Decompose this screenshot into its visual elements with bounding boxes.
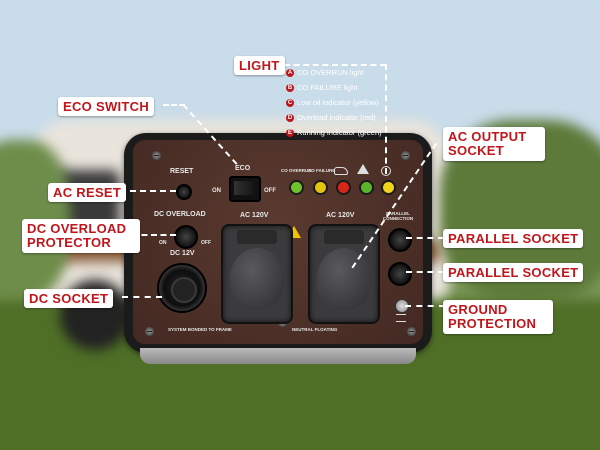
legend-text: Low oil indicator (yellow) (297, 98, 379, 107)
eco-on-label: ON (212, 188, 221, 194)
screw-icon (407, 327, 416, 336)
outlet-cover (230, 248, 284, 310)
leader-line-light-h (284, 64, 386, 66)
leader-line-parallel-2 (406, 271, 444, 273)
ground-symbol-icon (396, 314, 406, 322)
callout-parallel-socket-2: PARALLEL SOCKET (443, 263, 584, 282)
eco-off-label: OFF (264, 188, 276, 194)
screw-icon (145, 327, 154, 336)
dc-off-label: OFF (201, 240, 211, 246)
reset-label: RESET (170, 168, 194, 175)
dc-12v-label: DC 12V (170, 250, 195, 257)
legend-text: CO FAILURE light (297, 83, 358, 92)
callout-ac-reset: AC RESET (48, 183, 127, 202)
outlet-hinge (237, 230, 277, 244)
callout-dc-socket: DC SOCKET (24, 289, 114, 308)
screw-icon (152, 151, 161, 160)
callout-eco-switch: ECO SWITCH (58, 97, 155, 116)
leader-line-dc-overload (132, 234, 176, 236)
legend-row-e: E Running indicator (green) (286, 128, 382, 137)
parallel-socket-bottom[interactable] (388, 262, 412, 286)
co-failure-panel-label: CO FAILURE (308, 168, 336, 173)
callout-ground-protection: GROUND PROTECTION (443, 300, 553, 334)
led-co-overrun (289, 180, 304, 195)
co-overrun-panel-label: CO OVERRUN (281, 168, 312, 173)
eco-switch[interactable] (229, 176, 261, 202)
dc-socket[interactable] (157, 263, 207, 313)
ac-reset-button[interactable] (176, 184, 192, 200)
dc-overload-label: DC OVERLOAD (154, 211, 206, 218)
leader-line-reset (130, 190, 176, 192)
ac-outlet-left[interactable] (221, 224, 293, 324)
led-low-oil (336, 180, 351, 195)
low-oil-icon (334, 167, 348, 175)
legend-text: Running indicator (green) (297, 128, 382, 137)
screw-icon (401, 151, 410, 160)
callout-parallel-socket-1: PARALLEL SOCKET (443, 229, 584, 248)
leader-line-dc-socket (122, 296, 162, 298)
eco-label: ECO (235, 165, 251, 172)
ac-120v-left-label: AC 120V (240, 212, 269, 219)
dc-socket-cap (171, 277, 197, 303)
callout-ac-output-socket: AC OUTPUT SOCKET (443, 127, 545, 161)
legend-row-b: B CO FAILURE light (286, 83, 357, 92)
panel-bottom-strip (140, 348, 416, 364)
legend-row-a: A CO OVERRUN light (286, 68, 364, 77)
legend-badge: E (286, 128, 294, 137)
parallel-connection-label: PARALLEL CONNECTION (382, 211, 414, 221)
legend-badge: B (286, 83, 294, 92)
leader-line-light-v (385, 64, 387, 174)
dc-overload-button[interactable] (174, 225, 198, 249)
neutral-floating-label: NEUTRAL FLOATING (292, 327, 338, 332)
legend-text: Overload indicator (red) (297, 113, 376, 122)
legend-row-d: D Overload indicator (red) (286, 113, 376, 122)
dc-on-label: ON (159, 240, 167, 246)
parallel-socket-top[interactable] (388, 228, 412, 252)
legend-badge: D (286, 113, 294, 122)
led-running (381, 180, 396, 195)
ac-outlet-right[interactable] (308, 224, 380, 324)
system-bonded-label: SYSTEM BONDED TO FRAME (168, 327, 232, 332)
outlet-hinge (324, 230, 364, 244)
eco-switch-rocker (234, 181, 256, 195)
legend-badge: A (286, 68, 294, 77)
callout-light: LIGHT (234, 56, 285, 75)
legend-text: CO OVERRUN light (297, 68, 364, 77)
led-co-failure (313, 180, 328, 195)
ac-120v-right-label: AC 120V (326, 212, 355, 219)
warning-triangle-icon (357, 164, 369, 174)
legend-row-c: C Low oil indicator (yellow) (286, 98, 379, 107)
leader-line-eco-h (163, 104, 185, 106)
outlet-cover (317, 248, 371, 310)
leader-line-parallel-1 (406, 237, 444, 239)
leader-line-ground (405, 305, 445, 307)
legend-badge: C (286, 98, 294, 107)
callout-dc-overload-protector: DC OVERLOAD PROTECTOR (22, 219, 140, 253)
led-overload (359, 180, 374, 195)
